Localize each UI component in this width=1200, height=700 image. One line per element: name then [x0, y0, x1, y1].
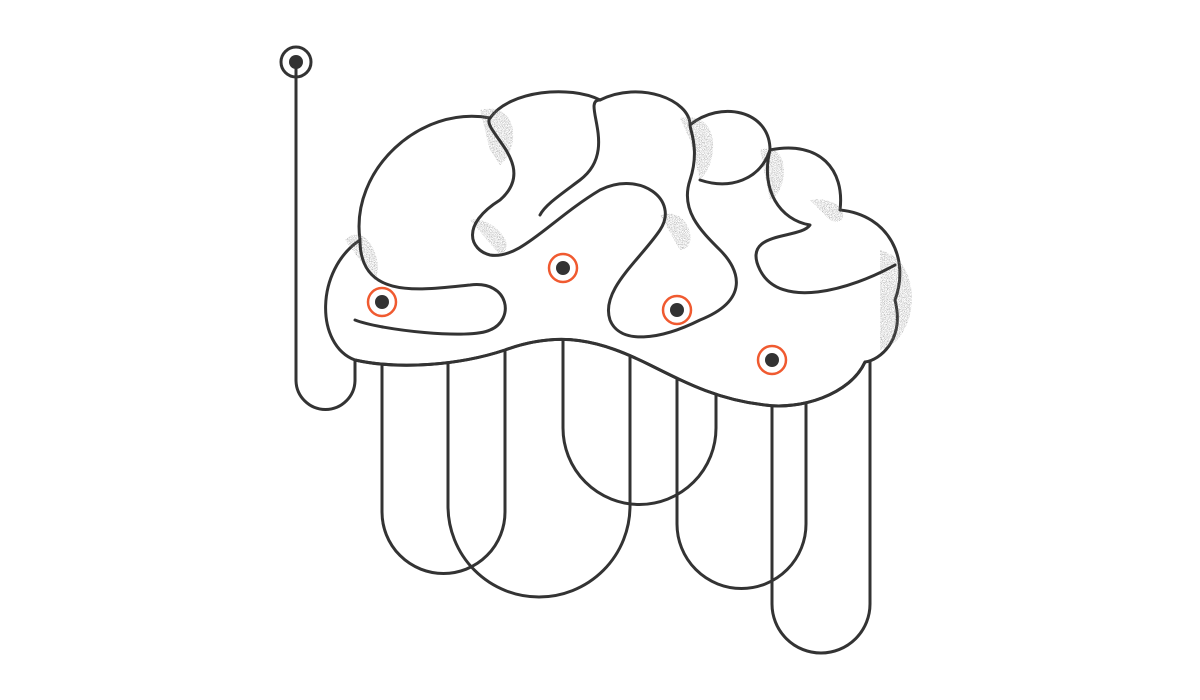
node-3: [661, 294, 693, 326]
brain-outline: [324, 90, 902, 408]
start-node: [279, 45, 313, 79]
wire-start: [294, 60, 357, 411]
wire-1: [380, 300, 507, 575]
fold-3: [538, 98, 602, 217]
fold-4: [754, 148, 897, 295]
wires: [294, 60, 872, 655]
node-4: [756, 344, 788, 376]
wire-5: [770, 358, 872, 655]
wire-4: [675, 308, 808, 590]
fold-1: [353, 238, 507, 336]
brain-base-line: [353, 337, 867, 408]
wire-3: [561, 266, 718, 506]
node-1: [366, 286, 398, 318]
fold-5: [698, 148, 772, 186]
brain: [324, 90, 912, 408]
node-2: [547, 252, 579, 284]
wire-2: [446, 343, 632, 599]
brain-grain: [345, 108, 912, 350]
fold-2: [471, 116, 738, 339]
